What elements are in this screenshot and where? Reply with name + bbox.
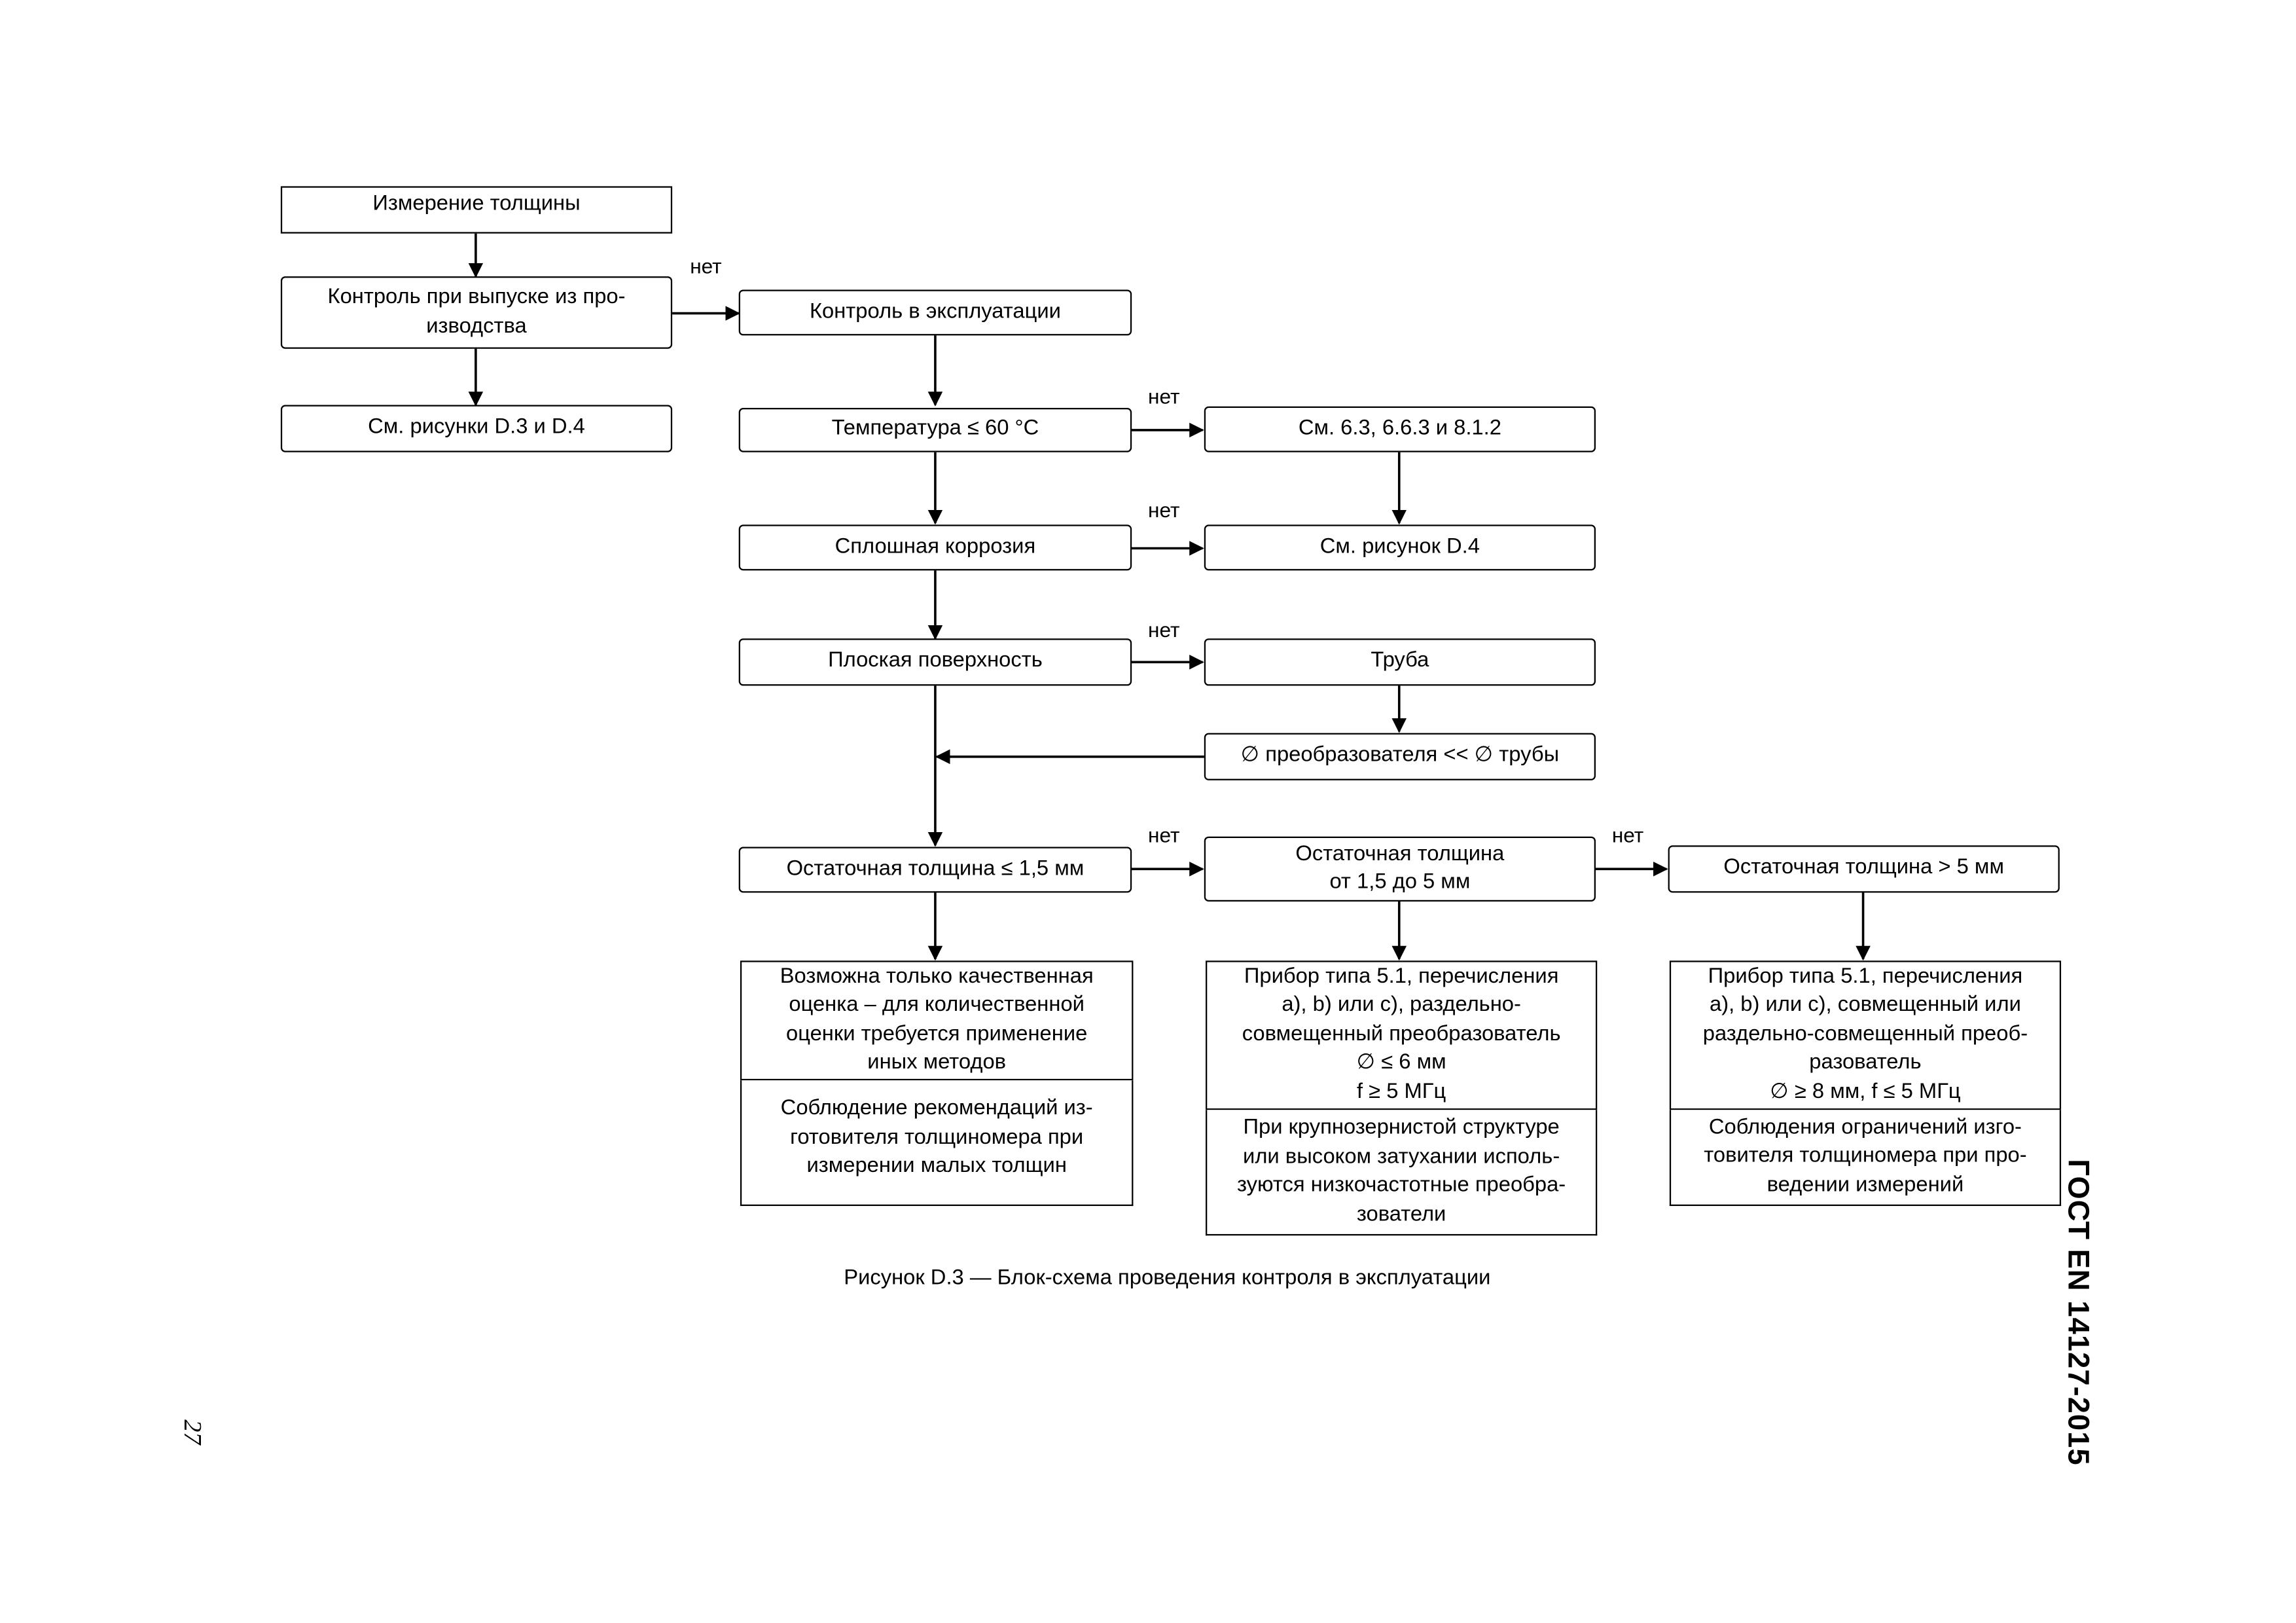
result-thick-device: Прибор типа 5.1, перечисления a), b) или… <box>1669 960 2062 1110</box>
node-see-d4: См. рисунок D.4 <box>1204 524 1596 571</box>
node-see-d3-d4: См. рисунки D.3 и D.4 <box>280 405 673 452</box>
node-thickness-thick: Остаточная толщина > 5 мм <box>1668 845 2060 893</box>
edge-label-no-mid: нет <box>1611 823 1644 847</box>
figure-caption: Рисунок D.3 — Блок-схема проведения конт… <box>844 1266 1491 1290</box>
node-thickness-mid: Остаточная толщина от 1,5 до 5 мм <box>1204 836 1596 902</box>
node-diameter: ∅ преобразователя << ∅ трубы <box>1204 733 1596 780</box>
result-mid-device: Прибор типа 5.1, перечисления a), b) или… <box>1206 960 1598 1110</box>
node-temperature: Температура ≤ 60 °C <box>738 408 1132 452</box>
edge-label-no-production: нет <box>690 254 722 278</box>
standard-designation: ГОСТ EN 14127-2015 <box>2061 1159 2094 1466</box>
node-see-clauses: См. 6.3, 6.6.3 и 8.1.2 <box>1204 406 1596 452</box>
edge-label-no-temperature: нет <box>1147 384 1180 409</box>
node-pipe: Труба <box>1204 638 1596 686</box>
node-flat-surface: Плоская поверхность <box>738 638 1132 686</box>
result-thin-recommendation: Соблюдение рекомендаций из- готовителя т… <box>740 1080 1134 1207</box>
page-number: 27 <box>179 1419 207 1445</box>
result-thick-limits: Соблюдения ограничений изго- товителя то… <box>1669 1110 2062 1207</box>
node-thickness-thin: Остаточная толщина ≤ 1,5 мм <box>738 847 1132 893</box>
result-mid-coarse: При крупнозернистой структуре или высоко… <box>1206 1110 1598 1236</box>
node-corrosion: Сплошная коррозия <box>738 524 1132 571</box>
result-thin-quality: Возможна только качественная оценка – дл… <box>740 960 1134 1081</box>
node-operation: Контроль в эксплуатации <box>738 289 1132 336</box>
edge-label-no-thin: нет <box>1147 823 1180 847</box>
node-measure: Измерение толщины <box>280 186 673 234</box>
edge-label-no-flat: нет <box>1147 617 1180 642</box>
edge-label-no-corrosion: нет <box>1147 498 1180 522</box>
node-production: Контроль при выпуске из про- изводства <box>280 276 673 349</box>
